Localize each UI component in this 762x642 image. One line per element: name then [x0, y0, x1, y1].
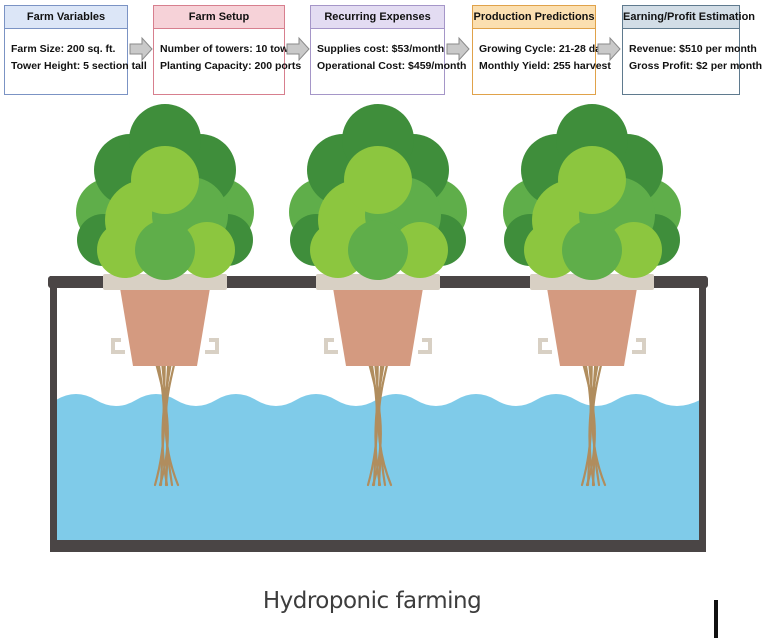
diagram-caption: Hydroponic farming — [262, 588, 482, 614]
step-line: Tower Height: 5 section tall — [11, 60, 147, 72]
step-farm-variables: Farm Variables Farm Size: 200 sq. ft. To… — [4, 5, 147, 95]
step-farm-setup: Farm Setup Number of towers: 10 towers P… — [153, 5, 305, 95]
pot-rim — [530, 274, 654, 290]
tank-right-wall — [699, 276, 706, 552]
step-title: Production Predictions — [473, 6, 595, 29]
step-title: Farm Setup — [154, 6, 284, 29]
right-arrow-icon — [129, 36, 153, 62]
lettuce-leaves — [289, 104, 467, 280]
pot-rim — [103, 274, 227, 290]
plant — [76, 104, 254, 487]
right-arrow-icon — [597, 36, 621, 62]
pot-rim — [316, 274, 440, 290]
step-production-predictions: Production Predictions Growing Cycle: 21… — [472, 5, 613, 95]
tank-left-wall — [50, 276, 57, 552]
step-line: Farm Size: 200 sq. ft. — [11, 43, 116, 55]
step-line: Operational Cost: $459/month — [317, 60, 467, 72]
step-recurring-expenses: Recurring Expenses Supplies cost: $53/mo… — [310, 5, 467, 95]
tank-bottom — [50, 540, 706, 552]
lettuce-leaves — [76, 104, 254, 280]
step-line: Supplies cost: $53/month — [317, 43, 445, 55]
step-line: Planting Capacity: 200 ports — [160, 60, 302, 72]
net-pot — [120, 288, 210, 366]
step-line: Monthly Yield: 255 harvest — [479, 60, 611, 72]
hydroponic-illustration — [48, 104, 708, 552]
step-line: Gross Profit: $2 per month — [629, 60, 762, 72]
right-arrow-icon — [286, 36, 310, 62]
step-title: Farm Variables — [5, 6, 127, 29]
step-title: Recurring Expenses — [311, 6, 444, 29]
step-earning-profit-estimation: Earning/Profit Estimation Revenue: $510 … — [622, 5, 762, 95]
plant — [503, 104, 681, 487]
step-line: Growing Cycle: 21-28 days — [479, 43, 613, 55]
right-arrow-icon — [446, 36, 470, 62]
process-flow: Farm Variables Farm Size: 200 sq. ft. To… — [0, 0, 762, 100]
text-cursor-mark — [714, 600, 718, 638]
lettuce-leaves — [503, 104, 681, 280]
step-line: Revenue: $510 per month — [629, 43, 757, 55]
step-title: Earning/Profit Estimation — [623, 6, 755, 29]
plant — [289, 104, 467, 487]
step-line: Number of towers: 10 towers — [160, 43, 305, 55]
net-pot — [333, 288, 423, 366]
net-pot — [547, 288, 637, 366]
